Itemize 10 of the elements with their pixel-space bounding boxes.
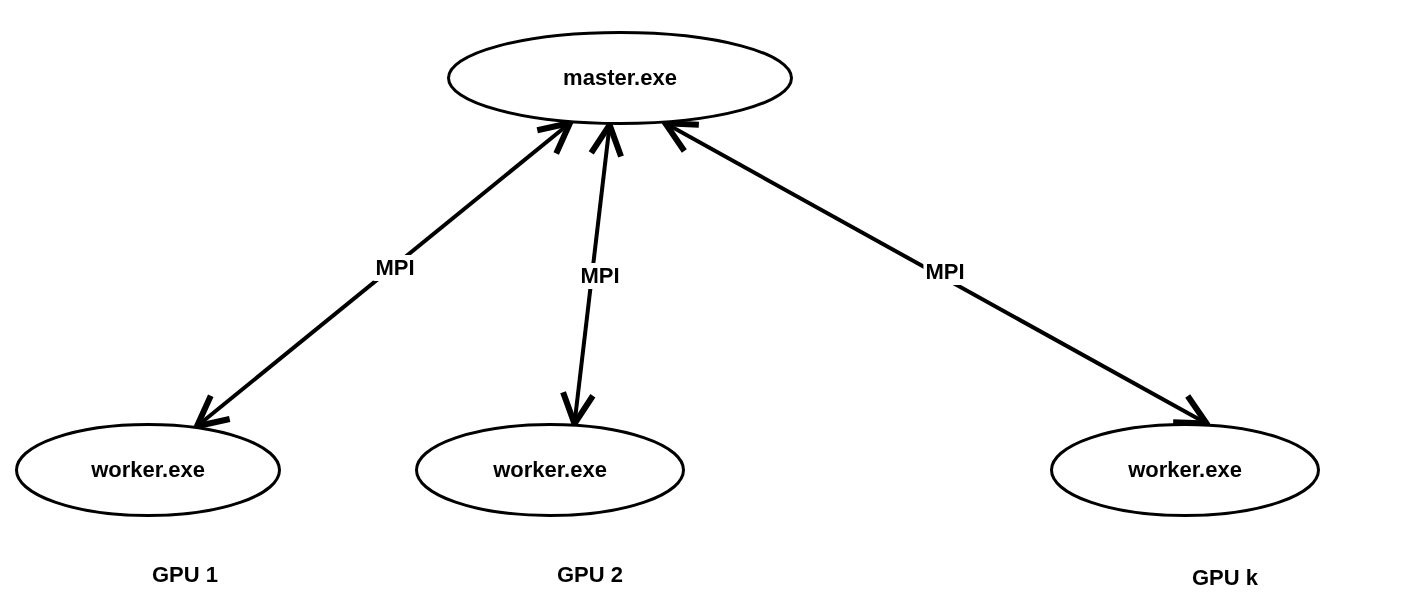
node-label: worker.exe [492, 457, 608, 483]
node-label: worker.exe [1127, 457, 1243, 483]
gpu-label: GPU k [1192, 565, 1258, 591]
edge-label: MPI [578, 263, 622, 289]
double-arrow [193, 120, 573, 430]
node-label: master.exe [562, 65, 678, 91]
gpu-label: GPU 1 [152, 562, 218, 588]
gpu-label: GPU 2 [557, 562, 623, 588]
node-label: worker.exe [90, 457, 206, 483]
edge-label: MPI [373, 255, 417, 281]
